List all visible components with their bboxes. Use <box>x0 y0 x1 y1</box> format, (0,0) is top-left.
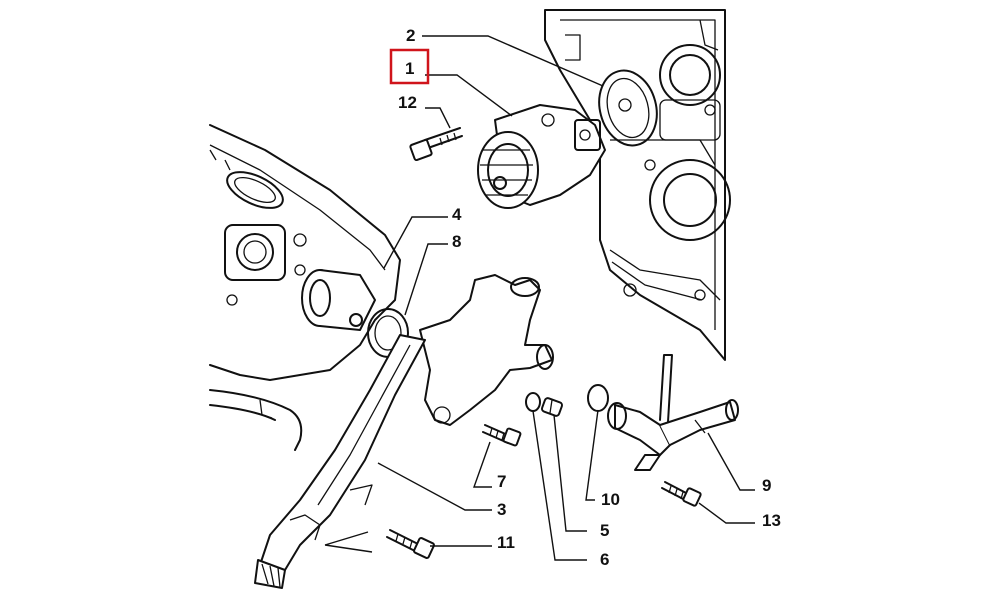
part-7-bolt <box>482 424 522 447</box>
part-1-water-pump <box>477 104 606 209</box>
part-10-o-ring <box>587 384 609 412</box>
part-9-pipe-elbow <box>607 354 739 471</box>
label-8: 8 <box>452 232 461 251</box>
label-3: 3 <box>497 500 506 519</box>
part-11-bolt <box>386 529 435 559</box>
label-7: 7 <box>497 472 506 491</box>
label-12: 12 <box>398 93 417 112</box>
label-13: 13 <box>762 511 781 530</box>
label-9: 9 <box>762 476 771 495</box>
part-2-gasket <box>598 69 658 147</box>
label-4: 4 <box>452 205 462 224</box>
part-3-coolant-pipe <box>254 274 554 589</box>
part-13-bolt <box>661 481 702 507</box>
label-5: 5 <box>600 521 609 540</box>
part-5-plug <box>540 397 564 417</box>
highlight-box-label-1 <box>389 48 430 85</box>
part-6-o-ring <box>525 392 541 412</box>
label-2: 2 <box>406 26 415 45</box>
engine-block-right <box>544 9 731 361</box>
label-11: 11 <box>497 533 515 552</box>
label-6: 6 <box>600 550 609 569</box>
part-4-fitting <box>301 269 376 331</box>
leader-lines <box>324 35 755 561</box>
part-12-bolt <box>409 127 463 162</box>
part-labels: 2 1 12 4 8 7 3 10 5 11 6 9 13 <box>389 26 781 569</box>
label-10: 10 <box>601 490 620 509</box>
label-1: 1 <box>405 59 414 78</box>
engine-block-left <box>209 124 401 451</box>
